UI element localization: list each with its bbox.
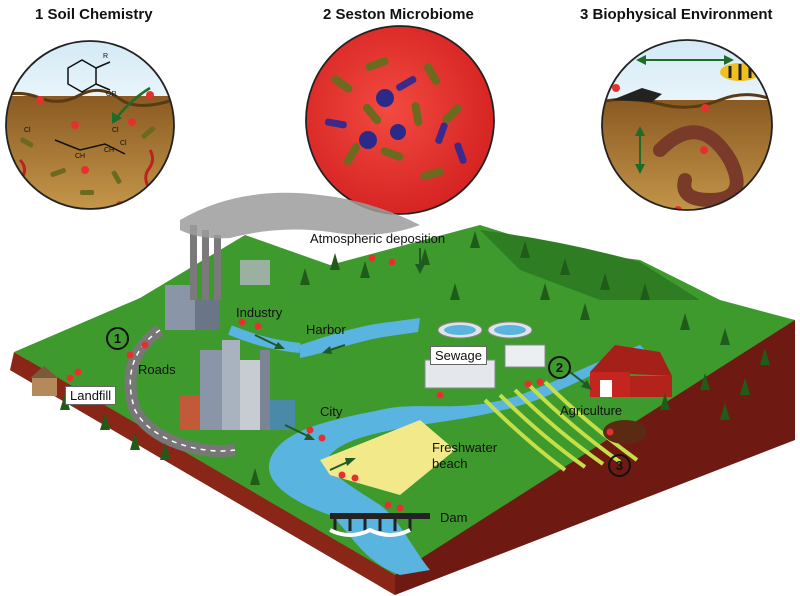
label-city: City <box>320 404 343 419</box>
panel-title-biophysical-environment: 3 Biophysical Environment <box>580 6 773 23</box>
chem-label-or: OR <box>106 91 117 98</box>
panel-title-soil-chemistry: 1 Soil Chemistry <box>35 6 153 23</box>
chem-label-ch-2: CH <box>104 147 114 154</box>
label-agriculture: Agriculture <box>560 403 623 418</box>
marker-1: 1 <box>106 327 129 350</box>
label-atmospheric-deposition: Atmospheric deposition <box>310 231 446 246</box>
chem-label-ch-1: CH <box>75 153 85 160</box>
chem-label-cl-3: Cl <box>120 140 127 147</box>
label-roads: Roads <box>138 362 176 377</box>
label-beach: beach <box>432 456 468 471</box>
marker-3: 3 <box>608 454 631 477</box>
label-sewage: Sewage <box>430 346 487 365</box>
label-landfill: Landfill <box>65 386 117 405</box>
label-harbor: Harbor <box>306 322 346 337</box>
panel-title-seston-microbiome: 2 Seston Microbiome <box>323 6 474 23</box>
label-industry: Industry <box>236 305 283 320</box>
marker-2: 2 <box>548 356 571 379</box>
chem-label-cl-1: Cl <box>24 127 31 134</box>
chem-label-r: R <box>103 53 108 60</box>
label-dam: Dam <box>440 510 468 525</box>
landscape-block <box>10 192 795 595</box>
label-freshwater: Freshwater <box>432 440 498 455</box>
biophysical-panel <box>601 39 773 211</box>
chem-label-cl-2: Cl <box>112 127 119 134</box>
seston-microbiome-panel <box>305 25 495 215</box>
soil-chemistry-panel: R OR Cl Cl Cl CH CH <box>5 40 175 210</box>
